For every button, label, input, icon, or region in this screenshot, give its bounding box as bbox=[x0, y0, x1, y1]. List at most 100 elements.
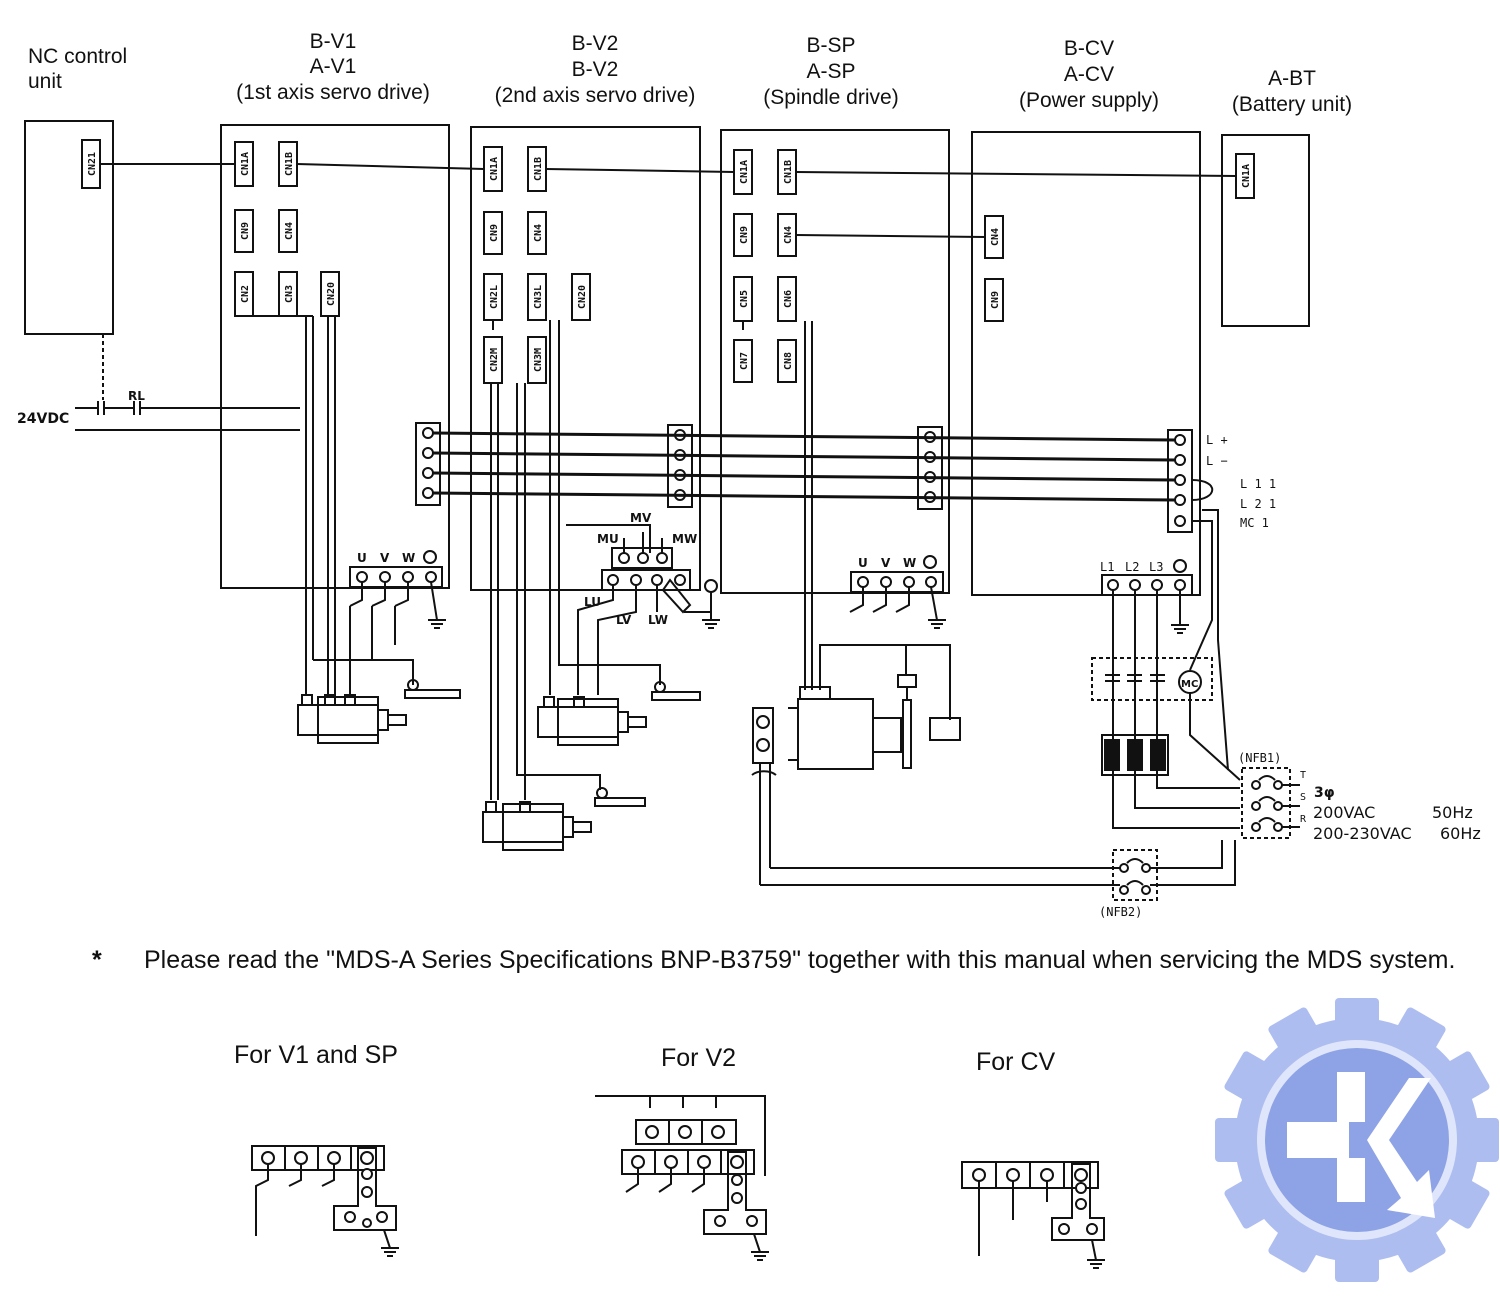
v2-servo-motor-2 bbox=[482, 383, 646, 851]
ac-reactor bbox=[1101, 734, 1169, 776]
cv-unit-title: B-CV A-CV (Power supply) bbox=[1019, 37, 1159, 112]
nc-control-unit-box bbox=[24, 120, 114, 335]
cv-input-terminal-block: L1 L2 L3 bbox=[1100, 559, 1240, 829]
svg-text:200VAC: 200VAC bbox=[1313, 803, 1375, 822]
svg-text:CN4: CN4 bbox=[990, 228, 1001, 246]
svg-text:V: V bbox=[881, 556, 891, 570]
svg-text:CN7: CN7 bbox=[739, 352, 750, 370]
svg-text:CN8: CN8 bbox=[783, 352, 794, 370]
v2-motor-terminal-blocks: MV MU MW LU LV LW bbox=[566, 511, 720, 695]
svg-text:CN4: CN4 bbox=[284, 222, 295, 240]
svg-text:(Spindle drive): (Spindle drive) bbox=[763, 86, 898, 109]
svg-text:U: U bbox=[357, 551, 367, 565]
svg-text:CN1A: CN1A bbox=[240, 152, 251, 176]
svg-text:B-V2: B-V2 bbox=[572, 32, 619, 55]
v1-motor-terminal-block: U V W bbox=[349, 550, 446, 629]
svg-text:L 1 1: L 1 1 bbox=[1240, 477, 1276, 491]
svg-text:CN4: CN4 bbox=[533, 224, 544, 242]
svg-text:U: U bbox=[858, 556, 868, 570]
nc-unit-title: NC control unit bbox=[28, 45, 127, 93]
svg-text:A-SP: A-SP bbox=[806, 60, 855, 83]
nfb1-breaker: (NFB1) T S R bbox=[1238, 751, 1307, 839]
svg-text:CN9: CN9 bbox=[739, 226, 750, 244]
svg-text:CN6: CN6 bbox=[783, 290, 794, 308]
svg-text:T: T bbox=[1300, 770, 1306, 781]
svg-text:W: W bbox=[903, 556, 916, 570]
svg-text:W: W bbox=[402, 551, 415, 565]
svg-text:NC control: NC control bbox=[28, 45, 127, 68]
svg-text:For V2: For V2 bbox=[661, 1044, 736, 1072]
servicing-note: * Please read the "MDS-A Series Specific… bbox=[92, 944, 1468, 976]
svg-text:(Battery unit): (Battery unit) bbox=[1232, 93, 1352, 116]
magnetic-contactor-mc: MC bbox=[1178, 509, 1241, 781]
svg-text:B-V2: B-V2 bbox=[572, 58, 619, 81]
svg-text:24VDC: 24VDC bbox=[17, 411, 69, 427]
nc-connector-cn21: CN21 bbox=[81, 139, 101, 189]
v2-connectors: CN1A CN1B CN9 CN4 CN2L CN3L CN20 CN2M CN… bbox=[483, 146, 591, 384]
svg-text:A-CV: A-CV bbox=[1064, 63, 1114, 86]
svg-text:A-V1: A-V1 bbox=[310, 55, 357, 78]
svg-text:MV: MV bbox=[630, 511, 652, 525]
svg-text:(2nd axis servo drive): (2nd axis servo drive) bbox=[495, 84, 696, 107]
note-text: Please read the "MDS-A Series Specificat… bbox=[144, 946, 1456, 974]
v2-servo-motor-1 bbox=[492, 320, 701, 746]
svg-text:(1st axis servo drive): (1st axis servo drive) bbox=[236, 81, 430, 104]
svg-text:R: R bbox=[1300, 814, 1307, 825]
v1-servo-motor bbox=[244, 315, 461, 744]
svg-text:CN3: CN3 bbox=[284, 285, 295, 303]
v2-drive-box bbox=[470, 126, 701, 591]
svg-text:CN1A: CN1A bbox=[489, 157, 500, 181]
mains-supply-label: 3φ 200VAC 50Hz 200-230VAC 60Hz bbox=[1313, 785, 1481, 843]
svg-text:For V1 and SP: For V1 and SP bbox=[234, 1041, 398, 1069]
v2-unit-title: B-V2 B-V2 (2nd axis servo drive) bbox=[495, 32, 696, 107]
svg-text:60Hz: 60Hz bbox=[1440, 824, 1481, 843]
svg-text:L2: L2 bbox=[1125, 560, 1139, 574]
spindle-motor bbox=[742, 321, 961, 885]
sp-drive-box bbox=[720, 129, 950, 594]
svg-text:L −: L − bbox=[1206, 454, 1228, 468]
svg-text:CN1B: CN1B bbox=[284, 152, 295, 176]
svg-text:LW: LW bbox=[648, 613, 668, 627]
svg-text:3φ: 3φ bbox=[1314, 785, 1335, 801]
svg-text:unit: unit bbox=[28, 70, 62, 93]
dc-bus-bars: L + L − L 1 1 L 2 1 MC 1 bbox=[415, 422, 1276, 533]
svg-text:A-BT: A-BT bbox=[1268, 67, 1316, 90]
noise-filter-capacitors bbox=[1091, 657, 1213, 701]
svg-text:CN20: CN20 bbox=[577, 285, 588, 309]
svg-text:L1: L1 bbox=[1100, 560, 1114, 574]
v1-connectors: CN1A CN1B CN9 CN4 CN2 CN3 CN20 bbox=[234, 141, 340, 317]
svg-text:CN9: CN9 bbox=[990, 291, 1001, 309]
svg-text:CN9: CN9 bbox=[240, 222, 251, 240]
svg-text:CN1B: CN1B bbox=[783, 160, 794, 184]
svg-text:LV: LV bbox=[616, 613, 632, 627]
detail-v1-sp: For V1 and SP bbox=[234, 1041, 399, 1257]
svg-text:For CV: For CV bbox=[976, 1048, 1056, 1076]
svg-text:(NFB2): (NFB2) bbox=[1099, 905, 1142, 919]
svg-text:L +: L + bbox=[1206, 433, 1228, 447]
svg-text:(NFB1): (NFB1) bbox=[1238, 751, 1281, 765]
svg-text:B-SP: B-SP bbox=[806, 34, 855, 57]
svg-text:(Power supply): (Power supply) bbox=[1019, 89, 1159, 112]
detail-cv: For CV bbox=[961, 1048, 1105, 1269]
svg-text:S: S bbox=[1300, 792, 1306, 803]
gear-logo-watermark bbox=[1215, 998, 1499, 1282]
svg-text:L3: L3 bbox=[1149, 560, 1163, 574]
svg-text:CN1A: CN1A bbox=[739, 160, 750, 184]
svg-text:V: V bbox=[380, 551, 390, 565]
sp-motor-terminal-block: U V W bbox=[849, 555, 946, 629]
cv-power-supply-box bbox=[971, 131, 1201, 596]
svg-text:MC: MC bbox=[1181, 679, 1198, 690]
svg-text:CN3L: CN3L bbox=[533, 285, 544, 309]
svg-text:MU: MU bbox=[597, 532, 619, 546]
svg-text:CN21: CN21 bbox=[87, 152, 98, 176]
svg-text:CN2L: CN2L bbox=[489, 285, 500, 309]
svg-text:B-CV: B-CV bbox=[1064, 37, 1114, 60]
note-asterisk: * bbox=[92, 946, 102, 974]
system-wiring-diagram: NC control unit B-V1 A-V1 (1st axis serv… bbox=[17, 30, 1481, 919]
svg-text:CN1B: CN1B bbox=[533, 157, 544, 181]
svg-text:50Hz: 50Hz bbox=[1432, 803, 1473, 822]
svg-text:200-230VAC: 200-230VAC bbox=[1313, 824, 1412, 843]
nfb2-breaker: (NFB2) bbox=[760, 840, 1236, 919]
svg-text:MW: MW bbox=[672, 532, 697, 546]
